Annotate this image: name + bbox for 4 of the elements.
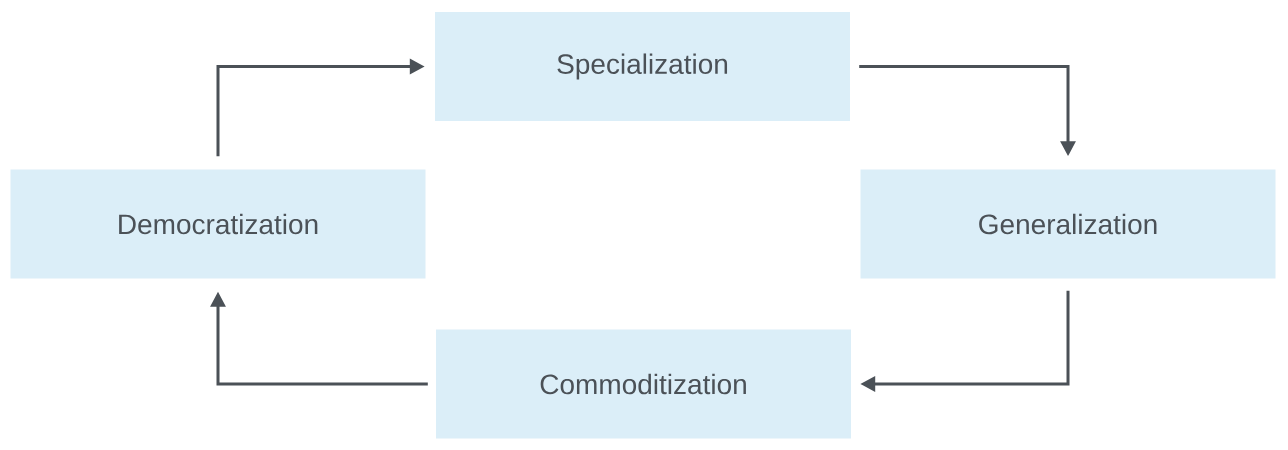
process-box: Specialization [435,12,850,121]
process-box: Democratization [10,169,426,279]
process-box: Commoditization [436,329,851,439]
process-box: Generalization [860,169,1276,279]
